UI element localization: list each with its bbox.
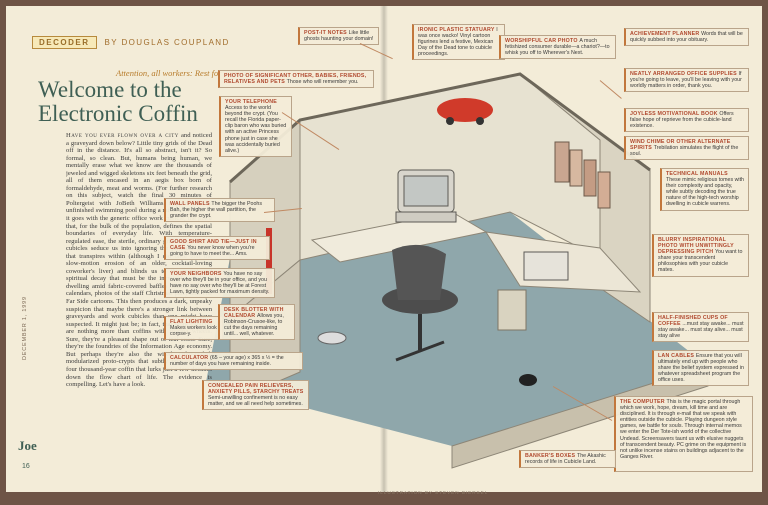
file-cabinet xyxy=(497,289,527,331)
callout-computer: THE COMPUTER This is the magic portal th… xyxy=(614,396,753,472)
callout-book: JOYLESS MOTIVATIONAL BOOK Offers false h… xyxy=(624,108,749,133)
car-wheel-front xyxy=(446,117,454,125)
callout-wind-chime: WIND CHIME OR OTHER ALTERNATE SPIRITS Tr… xyxy=(624,136,749,161)
callout-banker-boxes: BANKER'S BOXES The Akashic records of li… xyxy=(519,450,616,469)
book xyxy=(583,159,597,197)
book xyxy=(597,171,611,209)
kicker: DECODER BY DOUGLAS COUPLAND xyxy=(32,36,230,49)
keyboard xyxy=(395,211,457,223)
section-label: DECODER xyxy=(32,36,97,49)
article-body: Have you ever flown over a city and noti… xyxy=(66,132,212,470)
byline: BY DOUGLAS COUPLAND xyxy=(104,38,230,47)
chair-back xyxy=(392,244,446,300)
callout-inspiration: BLURRY INSPIRATIONAL PHOTO WITH UNWITTIN… xyxy=(652,234,749,277)
monitor-screen xyxy=(403,175,449,207)
car-wheel-rear xyxy=(476,117,484,125)
callout-calculator: CALCULATOR (65 – your age) x 365 x ½ = t… xyxy=(164,352,303,371)
callout-planner: ACHIEVEMENT PLANNER Words that will be q… xyxy=(624,28,749,47)
callout-neighbors: YOUR NEIGHBORS You have no say over who … xyxy=(164,268,275,299)
chair-base xyxy=(395,340,445,362)
book xyxy=(569,149,583,187)
mouse-on-floor xyxy=(519,374,537,386)
callout-statuary: IRONIC PLASTIC STATUARY I was once wacko… xyxy=(412,24,505,61)
tie xyxy=(266,228,272,294)
printer xyxy=(523,251,569,281)
callout-pills: CONCEALED PAIN RELIEVERS, ANXIETY PILLS,… xyxy=(202,380,309,411)
callout-coffee: HALF-FINISHED CUPS OF COFFEE ...must sta… xyxy=(652,312,749,343)
callout-lighting: FLAT LIGHTING Makes workers look corpse-… xyxy=(164,316,223,341)
tagline: Attention, all workers: Rest for your li… xyxy=(116,68,260,78)
callout-lan: LAN CABLES Ensure that you will ultimate… xyxy=(652,350,749,387)
callout-supplies: NEATLY ARRANGED OFFICE SUPPLIES If you'r… xyxy=(624,68,749,93)
callout-manuals: TECHNICAL MANUALS These mimic religious … xyxy=(660,168,749,211)
callout-walls: WALL PANELS The bigger the Poohs Bah, th… xyxy=(164,198,275,223)
page-title: Welcome to the Electronic Coffin xyxy=(38,77,198,126)
page-number: 16 xyxy=(22,463,30,470)
callout-phone: YOUR TELEPHONE Access to the world beyon… xyxy=(219,96,292,157)
issue-date: DECEMBER 1, 1999 xyxy=(22,296,28,360)
car-photo xyxy=(437,98,493,122)
callout-shirt: GOOD SHIRT AND TIE—JUST IN CASE You neve… xyxy=(164,236,270,261)
callout-blotter: DESK BLOTTER WITH CALENDAR Allows you, R… xyxy=(218,304,295,341)
callout-car: WORSHIPFUL CAR PHOTO A much fetishized c… xyxy=(499,35,616,60)
article-text: and noticed a graveyard down below? Litt… xyxy=(66,132,212,389)
magazine-logo: Joe xyxy=(18,438,37,453)
callout-photo: PHOTO OF SIGNIFICANT OTHER, BABIES, FRIE… xyxy=(218,70,374,89)
callout-postit: POST-IT NOTES Like little ghosts hauntin… xyxy=(298,27,379,46)
article-lead: Have you ever flown over a city xyxy=(66,132,179,139)
book xyxy=(554,141,570,183)
illustration-credit: ILLUSTRATION BY STEVEN BIERSEL xyxy=(378,490,489,495)
trash-can xyxy=(317,331,347,345)
